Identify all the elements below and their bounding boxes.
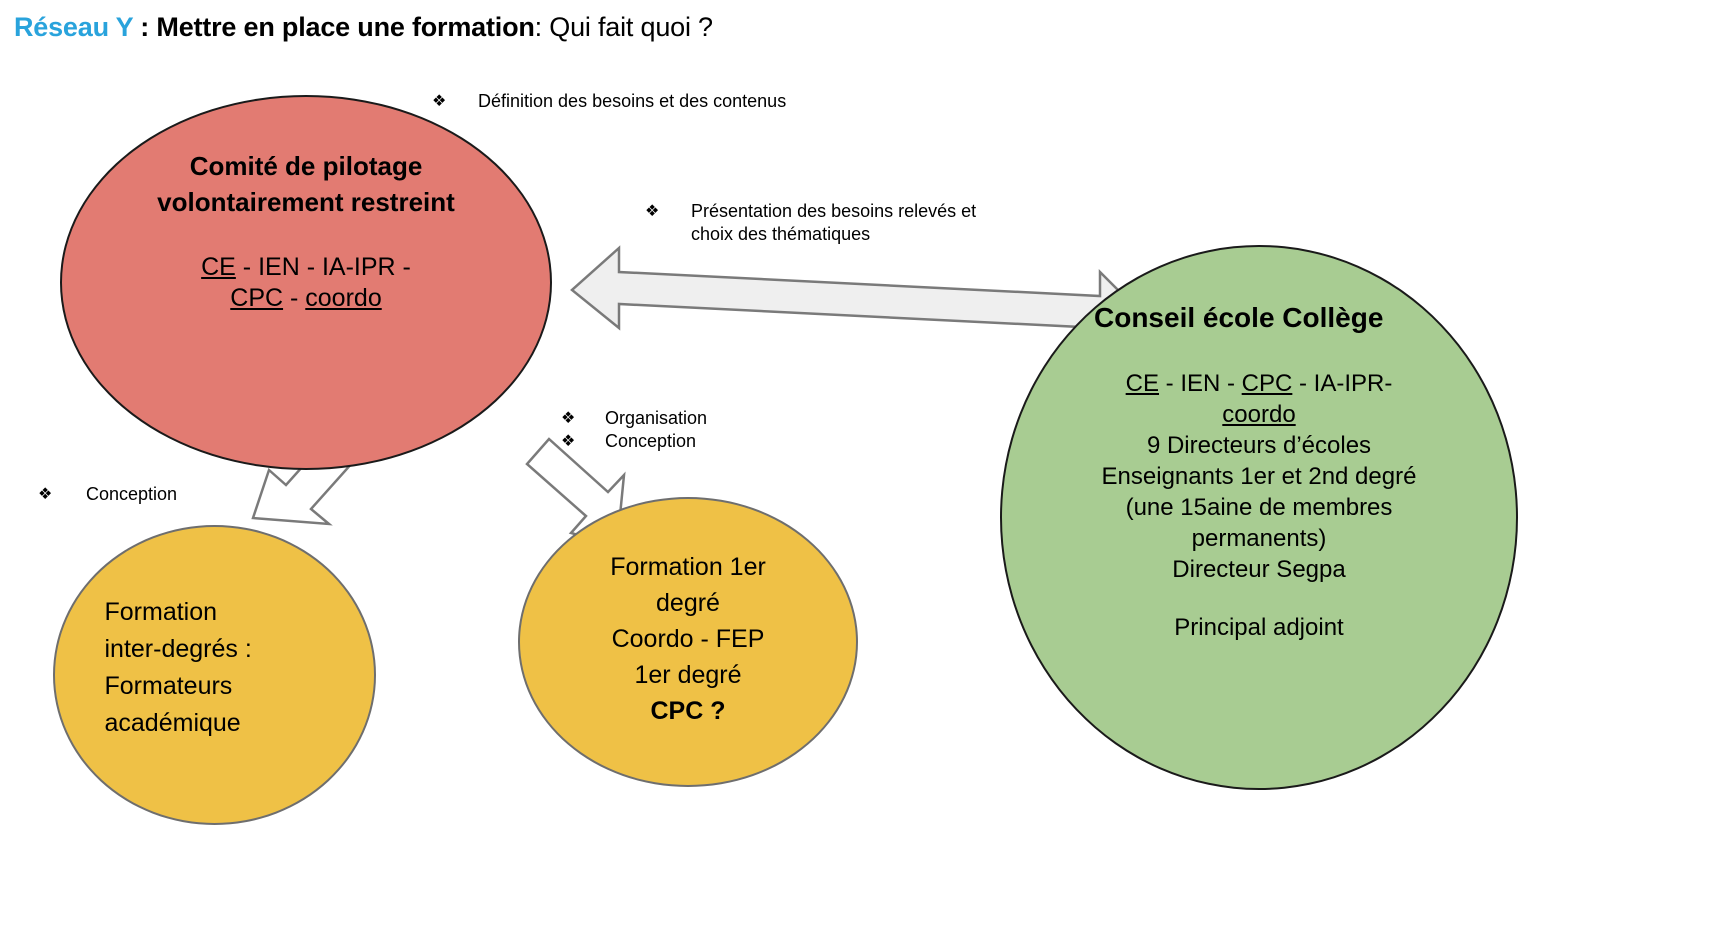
formation1er-line-4: 1er degré (634, 661, 742, 689)
conseil-line-segpa: Directeur Segpa (1172, 556, 1346, 583)
conseil-line-principal: Principal adjoint (1174, 614, 1344, 641)
comite-members: CE - IEN - IA-IPR - CPC - coordo (141, 252, 471, 314)
diamond-bullet-icon: ❖ (38, 486, 53, 503)
title-rest: : Qui fait quoi ? (534, 12, 713, 42)
comite-member-cpc: CPC (230, 284, 284, 312)
annotation-conception-left-text: Conception (86, 484, 178, 504)
annotation-organisation-conception: ❖ Organisation ❖ Conception (561, 407, 707, 453)
diamond-bullet-icon: ❖ (432, 93, 447, 110)
annotation-presentation-text: Présentation des besoins relevés et choi… (691, 201, 977, 244)
comite-members-dash: - (283, 284, 306, 312)
conseil-body: CE - IEN - CPC - IA-IPR- coordo 9 Direct… (1024, 368, 1494, 643)
title-separator: : (133, 12, 157, 42)
conseil-line-permanents: permanents) (1191, 525, 1327, 552)
conseil-member-coordo: coordo (1222, 401, 1296, 428)
annotation-conception-left: ❖ Conception (38, 483, 177, 506)
inter-body: Formation inter-degrés : Formateurs acad… (95, 594, 335, 742)
diamond-bullet-icon: ❖ (561, 410, 576, 427)
inter-line-1: Formation (104, 598, 218, 626)
conseil-heading: Conseil école Collège (1094, 302, 1384, 333)
title-strong: Mettre en place une formation (156, 12, 535, 42)
annotation-conception-mid-text: Conception (605, 431, 697, 451)
conseil-member-ce: CE (1125, 370, 1159, 397)
comite-member-coordo: coordo (305, 284, 382, 312)
annotation-organisation-text: Organisation (605, 408, 708, 428)
formation1er-line-5: CPC ? (650, 697, 726, 725)
page-title: Réseau Y : Mettre en place une formation… (14, 10, 713, 44)
comite-members-rest1: - IEN - IA-IPR - (235, 253, 411, 281)
annotation-definition: ❖ Définition des besoins et des contenus (432, 90, 786, 113)
conseil-line-directeurs: 9 Directeurs d’écoles (1146, 432, 1372, 459)
annotation-definition-text: Définition des besoins et des contenus (478, 91, 787, 111)
inter-line-4: académique (104, 709, 241, 737)
conseil-member-iaipr: - IA-IPR- (1292, 370, 1393, 397)
node-conseil-ecole-college[interactable]: Conseil école Collège CE - IEN - CPC - I… (1000, 245, 1518, 790)
comite-heading: Comité de pilotage volontairement restre… (157, 151, 455, 217)
conseil-line-membres: (une 15aine de membres (1125, 494, 1393, 521)
title-brand: Réseau Y (14, 12, 133, 42)
conseil-spacer (1024, 585, 1494, 612)
formation1er-line-1: Formation 1er (610, 553, 766, 581)
node-comite-de-pilotage[interactable]: Comité de pilotage volontairement restre… (60, 95, 552, 470)
conseil-member-cpc: CPC (1241, 370, 1293, 397)
node-formation-inter-degres[interactable]: Formation inter-degrés : Formateurs acad… (53, 525, 376, 825)
comite-member-ce: CE (201, 253, 236, 281)
diamond-bullet-icon: ❖ (561, 433, 576, 450)
node-formation-1er-degre[interactable]: Formation 1er degré Coordo - FEP 1er deg… (518, 497, 858, 787)
annotation-presentation: ❖ Présentation des besoins relevés et ch… (645, 200, 976, 246)
conseil-member-ien: - IEN - (1159, 370, 1242, 397)
conseil-line-enseignants: Enseignants 1er et 2nd degré (1101, 463, 1417, 490)
inter-line-3: Formateurs (104, 672, 233, 700)
formation1er-line-3: Coordo - FEP (611, 625, 765, 653)
formation1er-line-2: degré (656, 589, 720, 617)
diamond-bullet-icon: ❖ (645, 203, 660, 220)
formation1er-body: Formation 1er degré Coordo - FEP 1er deg… (543, 549, 833, 729)
inter-line-2: inter-degrés : (104, 635, 252, 663)
